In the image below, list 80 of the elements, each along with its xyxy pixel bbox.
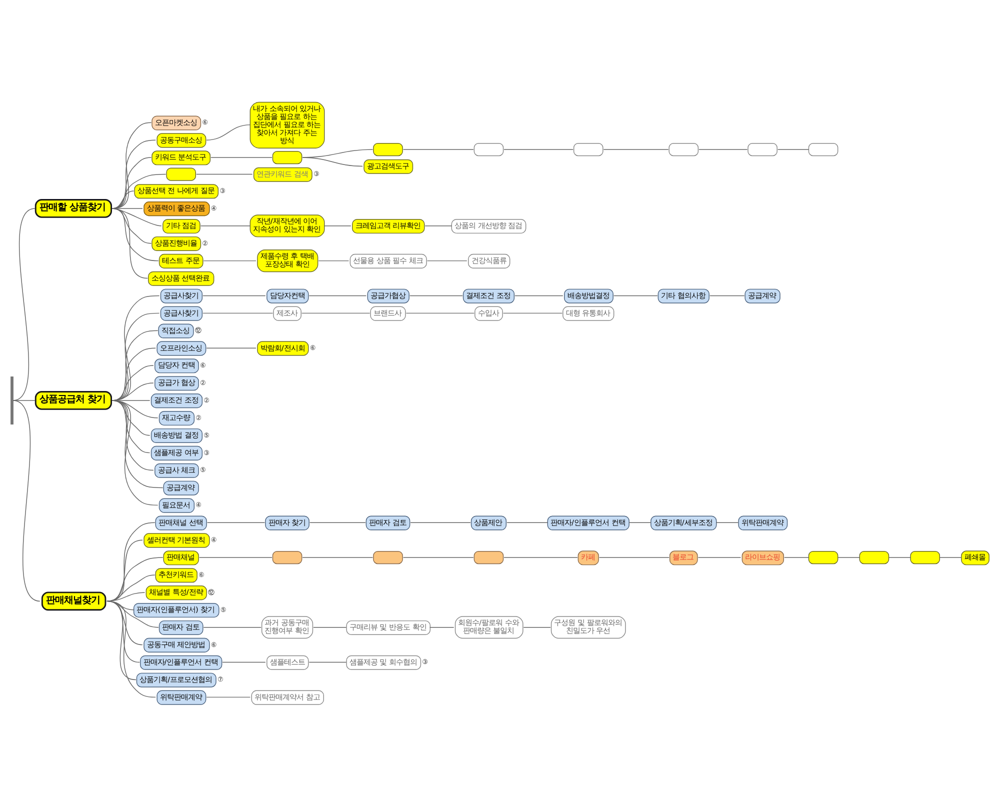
connector	[112, 208, 159, 262]
node-box	[474, 143, 504, 156]
connector	[210, 157, 272, 158]
connector	[206, 696, 251, 698]
connector	[112, 208, 148, 279]
connector	[613, 295, 658, 296]
connector	[112, 157, 152, 209]
node-box	[474, 551, 504, 564]
connector	[698, 149, 748, 150]
node-box	[373, 143, 403, 156]
connector	[402, 149, 474, 150]
connector	[406, 312, 475, 314]
connector	[112, 208, 152, 244]
connector	[203, 260, 256, 262]
node-box	[808, 551, 838, 564]
connector	[514, 295, 564, 296]
connector	[12, 400, 40, 602]
connector	[112, 208, 143, 209]
connector	[106, 557, 164, 602]
node-box	[748, 143, 778, 156]
connector	[523, 627, 551, 628]
connector	[504, 149, 574, 150]
connector	[198, 557, 272, 558]
connector	[777, 149, 810, 150]
connector	[301, 312, 370, 314]
connector	[709, 295, 745, 296]
connector	[506, 522, 548, 523]
connector	[112, 190, 134, 209]
connector	[716, 522, 739, 523]
connector	[603, 149, 669, 150]
connector	[939, 557, 962, 558]
connector	[318, 260, 350, 262]
connector	[837, 557, 860, 558]
connector	[698, 557, 742, 558]
connector	[302, 157, 363, 167]
connector	[106, 600, 156, 698]
connector	[222, 662, 266, 663]
connector	[112, 122, 152, 209]
connector	[106, 600, 140, 663]
connector	[888, 557, 911, 558]
connector	[112, 400, 158, 506]
node-bar	[10, 376, 14, 424]
connector	[302, 557, 374, 558]
connector	[308, 662, 347, 663]
connector	[206, 124, 251, 140]
node-box	[573, 143, 604, 156]
connector	[502, 312, 563, 314]
connector	[112, 140, 156, 209]
connector	[598, 557, 670, 558]
connector	[426, 260, 468, 262]
connector	[196, 174, 253, 175]
node-box	[166, 168, 196, 181]
connector	[206, 522, 266, 523]
node-box	[272, 151, 302, 164]
connector	[106, 522, 156, 602]
node-box	[859, 551, 890, 564]
connector	[203, 627, 262, 628]
connector	[504, 557, 578, 558]
connector	[112, 174, 166, 209]
connector	[202, 312, 274, 314]
connector	[402, 557, 474, 558]
node-box	[668, 143, 699, 156]
connector	[112, 208, 162, 226]
node-box	[910, 551, 940, 564]
connector	[429, 627, 454, 628]
connector	[409, 295, 463, 296]
connector	[106, 574, 156, 602]
node-box	[808, 143, 838, 156]
connector	[309, 522, 366, 523]
connector	[202, 295, 266, 296]
connector	[784, 557, 810, 558]
connector	[12, 400, 36, 401]
connector	[313, 627, 347, 628]
connector	[308, 295, 367, 296]
node-box	[373, 551, 403, 564]
connector	[106, 592, 146, 602]
connector	[12, 208, 36, 401]
node-box	[272, 551, 302, 564]
connector	[410, 522, 471, 523]
connector	[628, 522, 652, 523]
